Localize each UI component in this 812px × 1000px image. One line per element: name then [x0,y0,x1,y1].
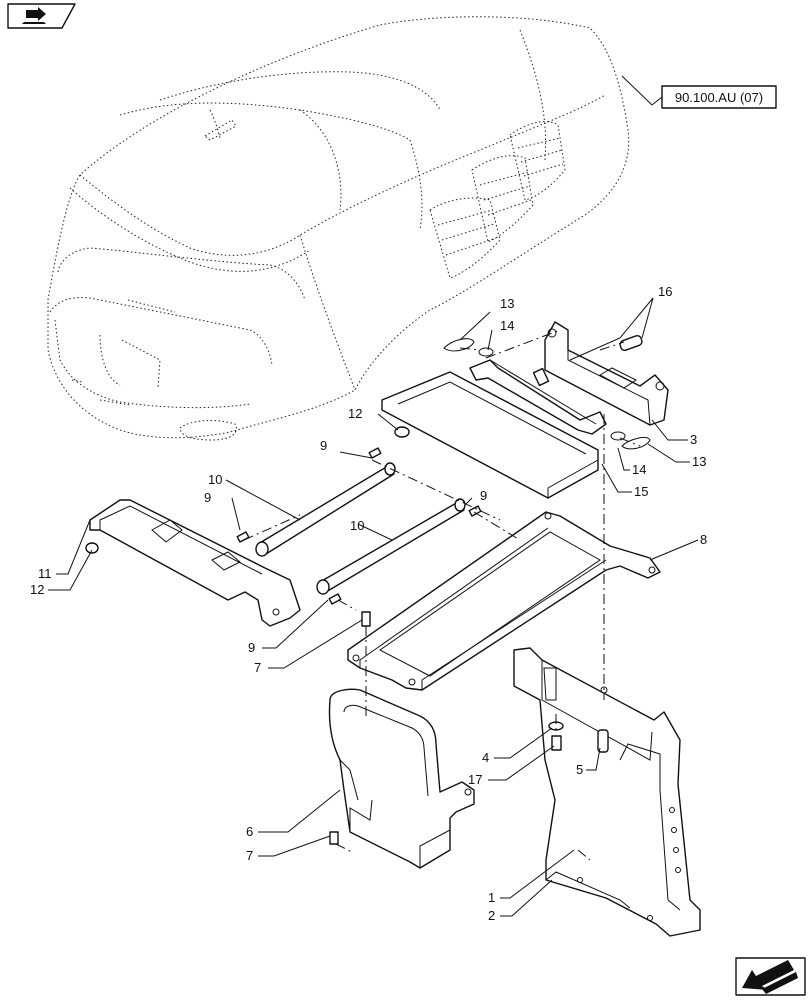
callout-9: 9 [248,640,255,655]
callout-8: 8 [700,532,707,547]
part-2-support [513,647,701,937]
next-page-arrow-icon[interactable] [735,957,806,996]
part-16-pin [619,334,643,352]
callout-16: 16 [658,284,672,299]
callout-6: 6 [246,824,253,839]
callout-labels: 16 13 14 3 13 14 15 12 9 10 9 9 10 8 11 … [30,284,707,923]
part-3-bracket [544,321,669,426]
callout-17: 17 [468,772,482,787]
callout-1: 1 [488,890,495,905]
callout-15: 15 [634,484,648,499]
part-6-guard [328,688,475,869]
callout-13: 13 [692,454,706,469]
callout-13: 13 [500,296,514,311]
book-arrow-icon[interactable] [7,3,76,29]
part-8-frame [347,511,661,691]
callout-14: 14 [632,462,646,477]
callout-5: 5 [576,762,583,777]
callout-9: 9 [480,488,487,503]
callout-14: 14 [500,318,514,333]
reference-text: 90.100.AU (07) [675,90,763,105]
cab-hood-outline [47,16,630,441]
callout-7: 7 [254,660,261,675]
callout-12: 12 [348,406,362,421]
part-hinge-rods [469,359,607,435]
callout-10: 10 [350,518,364,533]
part-17-bolt [551,735,562,751]
callout-9: 9 [320,438,327,453]
callout-12: 12 [30,582,44,597]
part-12-nut [85,426,410,554]
callout-2: 2 [488,908,495,923]
callout-11: 11 [38,566,52,581]
part-10-gas-struts [255,462,466,595]
callout-7: 7 [246,848,253,863]
reference-box[interactable]: 90.100.AU (07) [621,75,777,109]
leader-lines [48,297,699,917]
callout-4: 4 [482,750,489,765]
callout-10: 10 [208,472,222,487]
part-11-plate [89,499,301,627]
part-5-bushing [597,729,609,753]
part-15-plate [381,371,599,499]
callout-9: 9 [204,490,211,505]
assembly-center-lines [243,329,641,861]
part-13-14-clips [443,338,651,450]
callout-3: 3 [690,432,697,447]
